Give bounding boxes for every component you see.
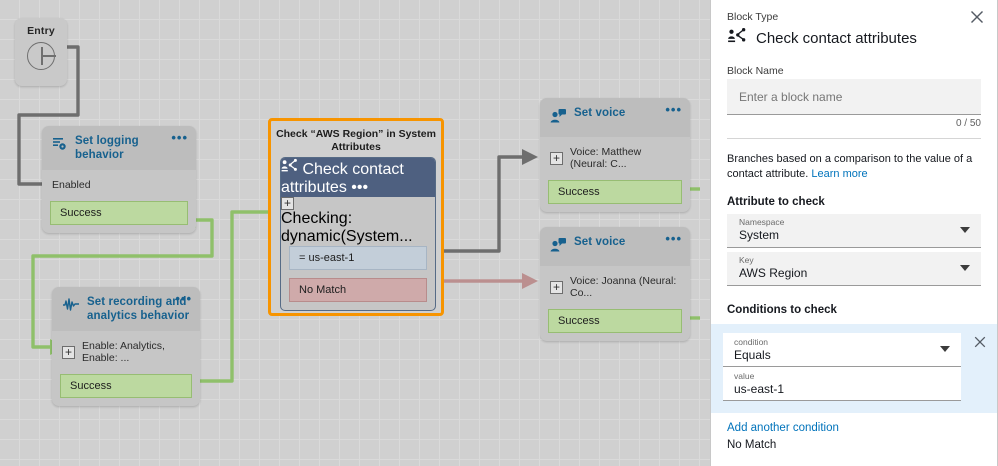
expand-plus-icon[interactable]: +	[550, 280, 563, 294]
node-branch-success[interactable]: Success	[548, 309, 682, 333]
chevron-down-icon	[960, 227, 970, 233]
node-set-voice-matthew[interactable]: Set voice ••• + Voice: Matthew (Neural: …	[540, 98, 690, 212]
node-header: Set recording and analytics behavior •••	[52, 287, 200, 331]
block-name-input[interactable]	[727, 79, 981, 115]
condition-select[interactable]: condition Equals	[723, 333, 961, 367]
node-header: Check contact attributes •••	[281, 158, 435, 197]
node-body-text: Enabled	[52, 179, 91, 191]
condition-label: condition	[734, 337, 769, 347]
node-header: Set voice •••	[540, 98, 690, 137]
namespace-select[interactable]: Namespace System	[727, 214, 981, 248]
key-select[interactable]: Key AWS Region	[727, 252, 981, 286]
condition-fields: condition Equals value us-east-1	[723, 333, 961, 401]
chevron-down-icon	[940, 346, 950, 352]
branch-label: Success	[60, 207, 102, 219]
attribute-section-heading: Attribute to check	[727, 196, 825, 208]
node-body-text: Voice: Matthew (Neural: C...	[570, 146, 642, 170]
node-branch-success[interactable]: Success	[50, 201, 188, 225]
divider	[727, 138, 981, 139]
node-body-text: Checking: dynamic(System...	[281, 210, 413, 245]
key-value: AWS Region	[739, 266, 808, 280]
char-counter: 0 / 50	[955, 118, 981, 129]
check-contact-attributes-icon	[281, 158, 302, 178]
panel-description: Branches based on a comparison to the va…	[727, 139, 981, 182]
node-branch-no-match[interactable]: No Match	[289, 278, 427, 302]
namespace-value: System	[739, 228, 780, 242]
waveform-icon	[62, 297, 80, 318]
check-contact-attributes-icon	[727, 27, 747, 49]
block-name-label: Block Name	[727, 65, 784, 77]
node-header: Set logging behavior •••	[42, 126, 196, 170]
node-set-recording-analytics-behavior[interactable]: Set recording and analytics behavior •••…	[52, 287, 200, 406]
branch-label: No Match	[299, 284, 347, 296]
log-settings-icon	[52, 136, 68, 157]
close-icon[interactable]	[968, 8, 986, 26]
value-label: value	[734, 371, 755, 381]
expand-plus-icon[interactable]: +	[62, 345, 75, 359]
learn-more-link[interactable]: Learn more	[811, 168, 868, 180]
node-set-voice-joanna[interactable]: Set voice ••• + Voice: Joanna (Neural: C…	[540, 227, 690, 341]
expand-plus-icon[interactable]: +	[281, 197, 294, 210]
flow-canvas[interactable]: Entry Set logging behavior •••	[0, 0, 710, 466]
remove-condition-button[interactable]	[972, 334, 988, 350]
block-type-value: Check contact attributes	[756, 29, 917, 47]
node-body: + Enable: Analytics, Enable: ...	[52, 331, 200, 374]
selected-block-highlight[interactable]: Check “AWS Region” in System Attributes	[268, 118, 444, 316]
node-menu-button[interactable]: •••	[171, 130, 188, 145]
key-label: Key	[739, 255, 754, 265]
condition-card: condition Equals value us-east-1	[711, 324, 997, 413]
no-match-label: No Match	[727, 439, 777, 451]
selected-block-caption: Check “AWS Region” in System Attributes	[276, 128, 436, 153]
node-body-text: Voice: Joanna (Neural: Co...	[570, 275, 677, 299]
node-check-contact-attributes[interactable]: Check contact attributes ••• + Checking:…	[280, 157, 436, 311]
node-title: Set recording and analytics behavior	[87, 296, 190, 322]
node-body: + Checking: dynamic(System...	[281, 197, 435, 246]
node-title: Check contact attributes	[281, 161, 404, 196]
value-text: us-east-1	[734, 382, 785, 396]
block-type-heading: Check contact attributes	[727, 25, 981, 49]
block-properties-panel: Block Type Check contact attributes	[710, 0, 998, 466]
node-menu-button[interactable]: •••	[665, 102, 682, 117]
entry-stem-icon	[42, 55, 56, 57]
branch-label: Success	[558, 186, 600, 198]
value-input[interactable]: value us-east-1	[723, 367, 961, 401]
voice-icon	[550, 237, 567, 258]
node-header: Set voice •••	[540, 227, 690, 266]
conditions-section-heading: Conditions to check	[727, 304, 837, 316]
add-another-condition-link[interactable]: Add another condition	[727, 422, 839, 434]
node-body: + Voice: Matthew (Neural: C...	[540, 137, 690, 180]
branch-label: = us-east-1	[299, 252, 355, 264]
entry-label: Entry	[27, 25, 55, 37]
node-body: + Voice: Joanna (Neural: Co...	[540, 266, 690, 309]
expand-plus-icon[interactable]: +	[550, 151, 563, 165]
node-branch-success[interactable]: Success	[60, 374, 192, 398]
chevron-down-icon	[960, 265, 970, 271]
node-menu-button[interactable]: •••	[665, 231, 682, 246]
node-body: Enabled	[42, 170, 196, 201]
node-branch-success[interactable]: Success	[548, 180, 682, 204]
node-title: Set voice	[574, 107, 626, 119]
node-title: Set logging behavior	[75, 135, 139, 161]
branch-label: Success	[70, 380, 112, 392]
entry-node[interactable]: Entry	[15, 18, 67, 86]
condition-value: Equals	[734, 348, 771, 362]
description-text: Branches based on a comparison to the va…	[727, 153, 973, 180]
node-title: Set voice	[574, 236, 626, 248]
node-set-logging-behavior[interactable]: Set logging behavior ••• Enabled Success	[42, 126, 196, 233]
block-type-label: Block Type	[727, 11, 779, 23]
node-branch-equals[interactable]: = us-east-1	[289, 246, 427, 270]
voice-icon	[550, 108, 567, 129]
namespace-label: Namespace	[739, 217, 785, 227]
node-body-text: Enable: Analytics, Enable: ...	[82, 340, 165, 364]
node-menu-button[interactable]: •••	[351, 179, 369, 196]
branch-label: Success	[558, 315, 600, 327]
node-menu-button[interactable]: •••	[175, 291, 192, 306]
